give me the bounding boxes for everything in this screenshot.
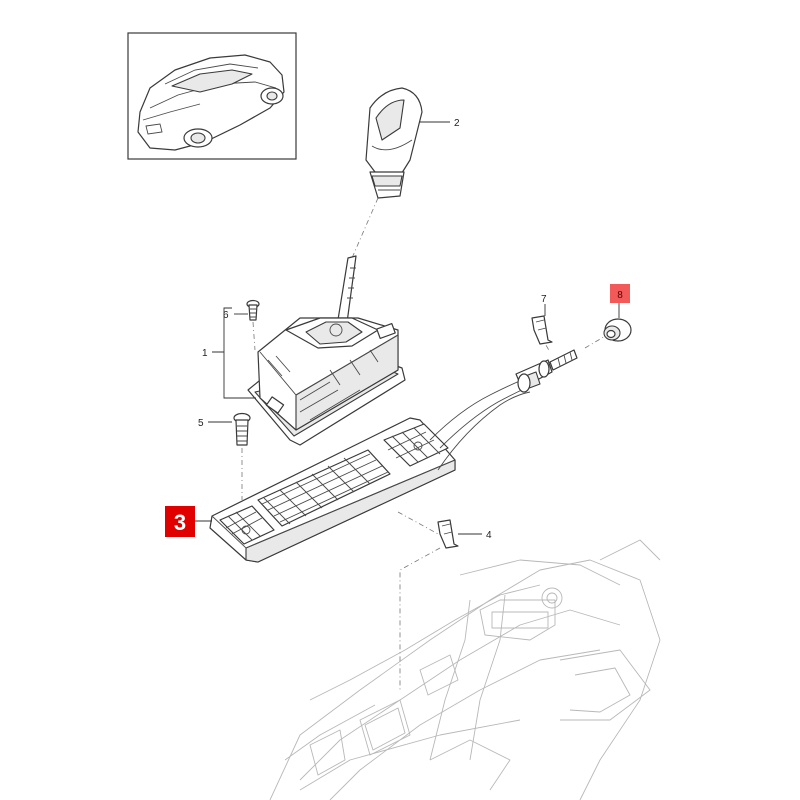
axis-screw6-down [252,321,256,351]
vehicle-reference-thumbnail [127,32,297,160]
callout-label-7: 7 [541,294,547,305]
retaining-clip-7 [531,315,553,345]
bushing-8 [603,318,632,342]
axis-bushing8 [584,334,608,349]
highlight-badge-3: 3 [165,506,195,537]
screw-5 [233,412,251,446]
vehicle-floor-pan-ghost [269,539,661,800]
badge-3-text: 3 [174,510,186,535]
axis-knob-to-lever [351,197,379,259]
callout-label-6: 6 [223,310,229,321]
leader-1-bracket [212,307,256,399]
screw-6 [246,299,260,321]
axis-bracket-to-clip [397,511,441,536]
shift-knob [365,87,423,199]
mounting-bracket-3 [209,417,456,563]
callout-label-1: 1 [202,348,208,359]
callout-label-5: 5 [198,418,204,429]
car-icon [137,54,285,151]
callout-label-2: 2 [454,118,460,129]
callout-label-4: 4 [486,530,492,541]
axis-clip4-down [399,547,441,690]
highlight-badge-8: 8 [610,284,630,303]
shifter-housing-assembly [247,255,406,446]
shift-cables [429,349,578,471]
badge-8-text: 8 [617,290,623,301]
retaining-clip-4 [437,519,459,549]
